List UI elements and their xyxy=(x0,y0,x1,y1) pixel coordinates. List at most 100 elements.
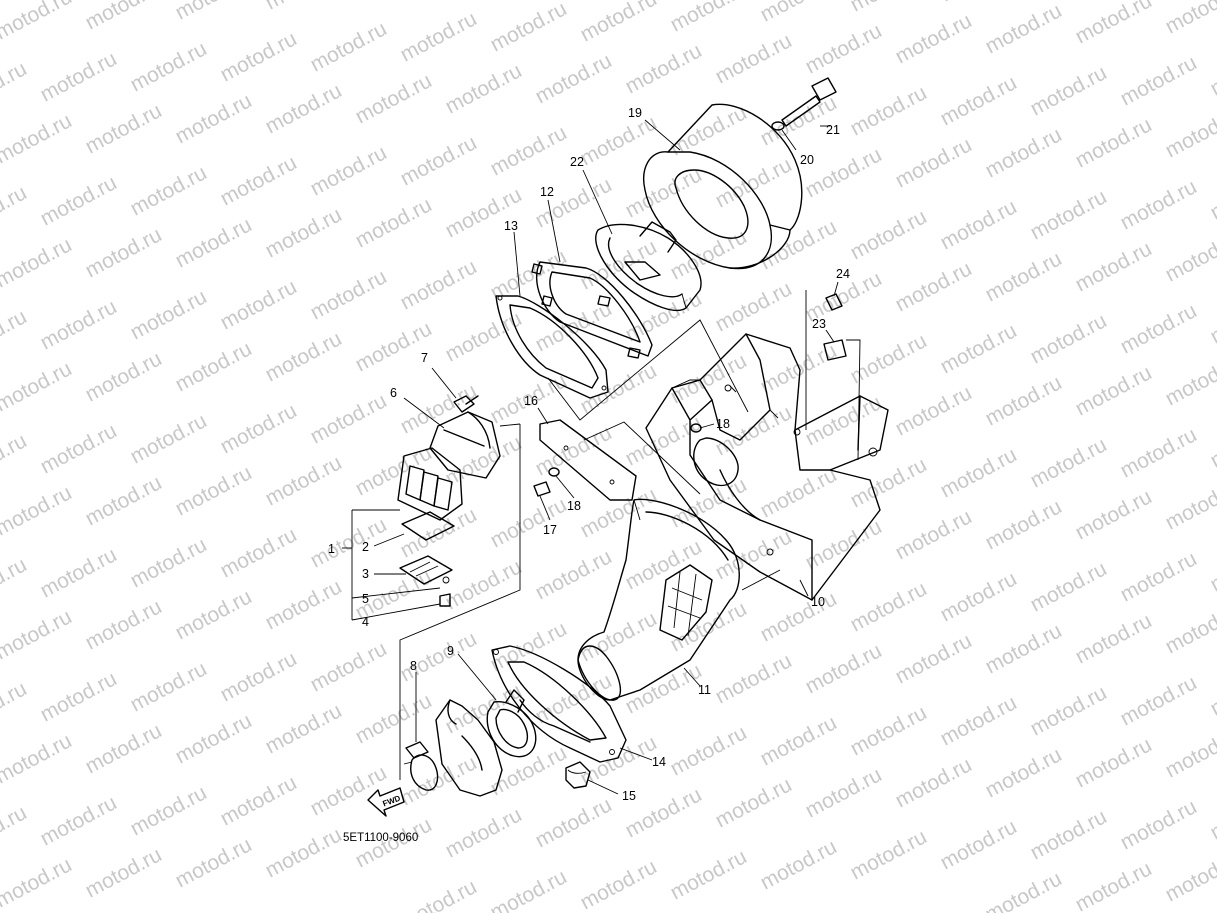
callout-15: 15 xyxy=(622,789,636,803)
watermark-text: motod.ru xyxy=(0,853,76,912)
callout-5: 5 xyxy=(362,592,369,606)
callout-13: 13 xyxy=(504,219,518,233)
watermark-text: motod.ru xyxy=(172,833,256,892)
watermark-text: motod.ru xyxy=(667,597,751,656)
watermark-text: motod.ru xyxy=(262,451,346,510)
reed-valve-assembly xyxy=(397,411,501,607)
watermark-text: motod.ru xyxy=(1162,103,1217,162)
watermark-text: motod.ru xyxy=(397,751,481,810)
watermark-text: motod.ru xyxy=(172,89,256,148)
watermark-text: motod.ru xyxy=(1162,0,1217,38)
watermark-text: motod.ru xyxy=(757,463,841,522)
watermark-text: motod.ru xyxy=(802,391,886,450)
watermark-text: motod.ru xyxy=(1027,185,1111,244)
watermark-text: motod.ru xyxy=(892,257,976,316)
watermark-text: motod.ru xyxy=(667,0,751,36)
callout-24: 24 xyxy=(836,267,850,281)
watermark-text: motod.ru xyxy=(847,453,931,512)
watermark-text: motod.ru xyxy=(1027,805,1111,864)
watermark-text: motod.ru xyxy=(127,781,211,840)
watermark-text: motod.ru xyxy=(0,0,76,44)
watermark-text: motod.ru xyxy=(937,691,1021,750)
watermark-text: motod.ru xyxy=(0,729,76,788)
watermark-text: motod.ru xyxy=(532,545,616,604)
watermark-text: motod.ru xyxy=(37,667,121,726)
callout-2: 2 xyxy=(362,540,369,554)
watermark-text: motod.ru xyxy=(1207,537,1217,596)
watermark-text: motod.ru xyxy=(82,843,166,902)
watermark-text: motod.ru xyxy=(532,173,616,232)
watermark-text: motod.ru xyxy=(757,711,841,770)
callout-1: 1 xyxy=(328,542,335,556)
watermark-text: motod.ru xyxy=(397,7,481,66)
watermark-text: motod.ru xyxy=(622,411,706,470)
watermark-text: motod.ru xyxy=(352,69,436,128)
watermark-text: motod.ru xyxy=(892,629,976,688)
watermark-text: motod.ru xyxy=(712,649,796,708)
watermark-text: motod.ru xyxy=(37,419,121,478)
watermark-text: motod.ru xyxy=(262,0,346,14)
watermark-text: motod.ru xyxy=(937,815,1021,874)
callout-21: 21 xyxy=(826,123,840,137)
watermark-text: motod.ru xyxy=(82,347,166,406)
watermark-text: motod.ru xyxy=(937,443,1021,502)
watermark-text: motod.ru xyxy=(622,163,706,222)
carburetor xyxy=(403,699,503,797)
watermark-text: motod.ru xyxy=(1027,61,1111,120)
element-holder xyxy=(595,221,702,312)
watermark-text: motod.ru xyxy=(667,721,751,780)
intake-joint xyxy=(577,498,740,701)
watermark-text: motod.ru xyxy=(1117,795,1201,854)
watermark-text: motod.ru xyxy=(712,773,796,832)
bolt-21 xyxy=(771,77,837,131)
watermark-text: motod.ru xyxy=(1207,165,1217,224)
watermark-text: motod.ru xyxy=(712,277,796,336)
watermark-text: motod.ru xyxy=(847,0,931,16)
watermark-text: motod.ru xyxy=(982,0,1066,58)
watermark-text: motod.ru xyxy=(487,865,571,913)
watermark-text: motod.ru xyxy=(757,91,841,150)
watermark-text: motod.ru xyxy=(1162,475,1217,534)
watermark-text: motod.ru xyxy=(577,855,661,913)
watermark-text: motod.ru xyxy=(172,0,256,24)
watermark-text: motod.ru xyxy=(0,109,76,168)
callout-8: 8 xyxy=(410,659,417,673)
callout-3: 3 xyxy=(362,567,369,581)
watermark-text: motod.ru xyxy=(1162,351,1217,410)
watermark-text: motod.ru xyxy=(1207,413,1217,472)
watermark-text: motod.ru xyxy=(0,429,31,488)
watermark-text: motod.ru xyxy=(262,203,346,262)
watermark-text: motod.ru xyxy=(352,0,436,4)
watermark-text: motod.ru xyxy=(307,513,391,572)
watermark-text: motod.ru xyxy=(1117,423,1201,482)
watermark-text: motod.ru xyxy=(1207,41,1217,100)
watermark-text: motod.ru xyxy=(1072,237,1156,296)
watermark-text: motod.ru xyxy=(172,461,256,520)
watermark-text: motod.ru xyxy=(892,9,976,68)
diagram-code: 5ET1100-9060 xyxy=(343,832,418,844)
watermark-text: motod.ru xyxy=(937,319,1021,378)
watermark-text: motod.ru xyxy=(217,771,301,830)
watermark-text: motod.ru xyxy=(397,255,481,314)
watermark-text: motod.ru xyxy=(982,495,1066,554)
callout-10: 10 xyxy=(811,595,825,609)
watermark-text: motod.ru xyxy=(0,357,76,416)
watermark-text: motod.ru xyxy=(82,223,166,282)
watermark-text: motod.ru xyxy=(1117,51,1201,110)
watermark-text: motod.ru xyxy=(1072,733,1156,792)
watermark-text: motod.ru xyxy=(1072,609,1156,668)
watermark-text: motod.ru xyxy=(937,71,1021,130)
watermark-text: motod.ru xyxy=(1072,0,1156,48)
watermark-text: motod.ru xyxy=(0,801,31,860)
watermark-text: motod.ru xyxy=(442,307,526,366)
watermark-text: motod.ru xyxy=(1027,557,1111,616)
watermark-text: motod.ru xyxy=(1162,847,1217,906)
watermark-text: motod.ru xyxy=(217,647,301,706)
intake-plate xyxy=(531,261,653,359)
watermark-text: motod.ru xyxy=(172,213,256,272)
watermark-text: motod.ru xyxy=(262,823,346,882)
watermark-text: motod.ru xyxy=(937,195,1021,254)
watermark-text: motod.ru xyxy=(307,17,391,76)
callout-18-lower: 18 xyxy=(567,499,581,513)
watermark-text: motod.ru xyxy=(172,337,256,396)
